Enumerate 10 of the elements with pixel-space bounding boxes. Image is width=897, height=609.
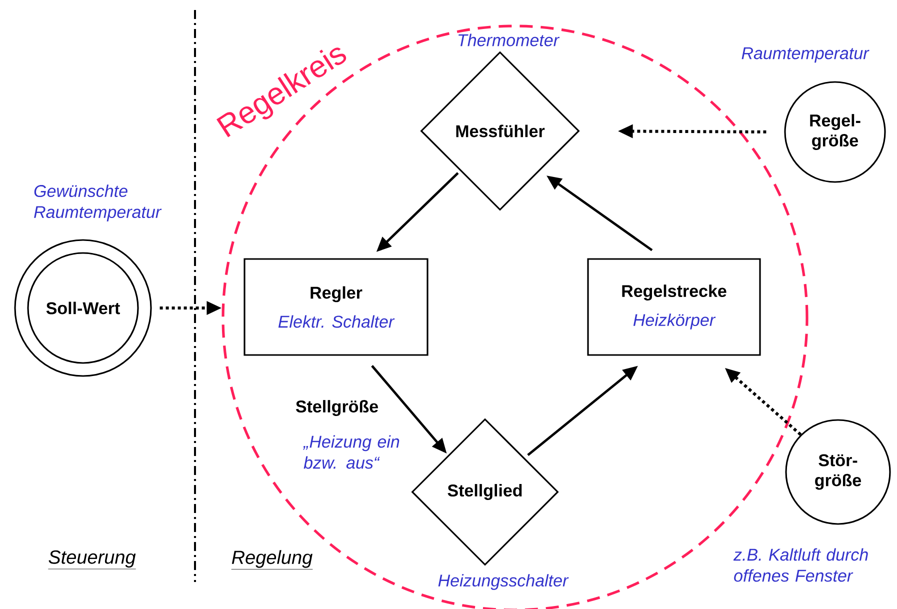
note-text: Gewünschte Raumtemperatur <box>34 184 162 222</box>
section-label: Regelung <box>231 550 313 570</box>
note-text: z.B. Kaltluft durch offenes Fenster <box>733 548 868 582</box>
note-text: Raumtemperatur <box>742 47 870 63</box>
note-text: Heizungsschalter <box>438 574 569 590</box>
note-text: Thermometer <box>458 34 560 46</box>
section-label: Steuerung <box>48 550 136 570</box>
process-box: Regler Elektr. Schalter <box>244 258 428 356</box>
process-box: Regelstrecke Heizkörper <box>587 258 761 356</box>
edge-label: Stellgröße <box>296 400 378 416</box>
